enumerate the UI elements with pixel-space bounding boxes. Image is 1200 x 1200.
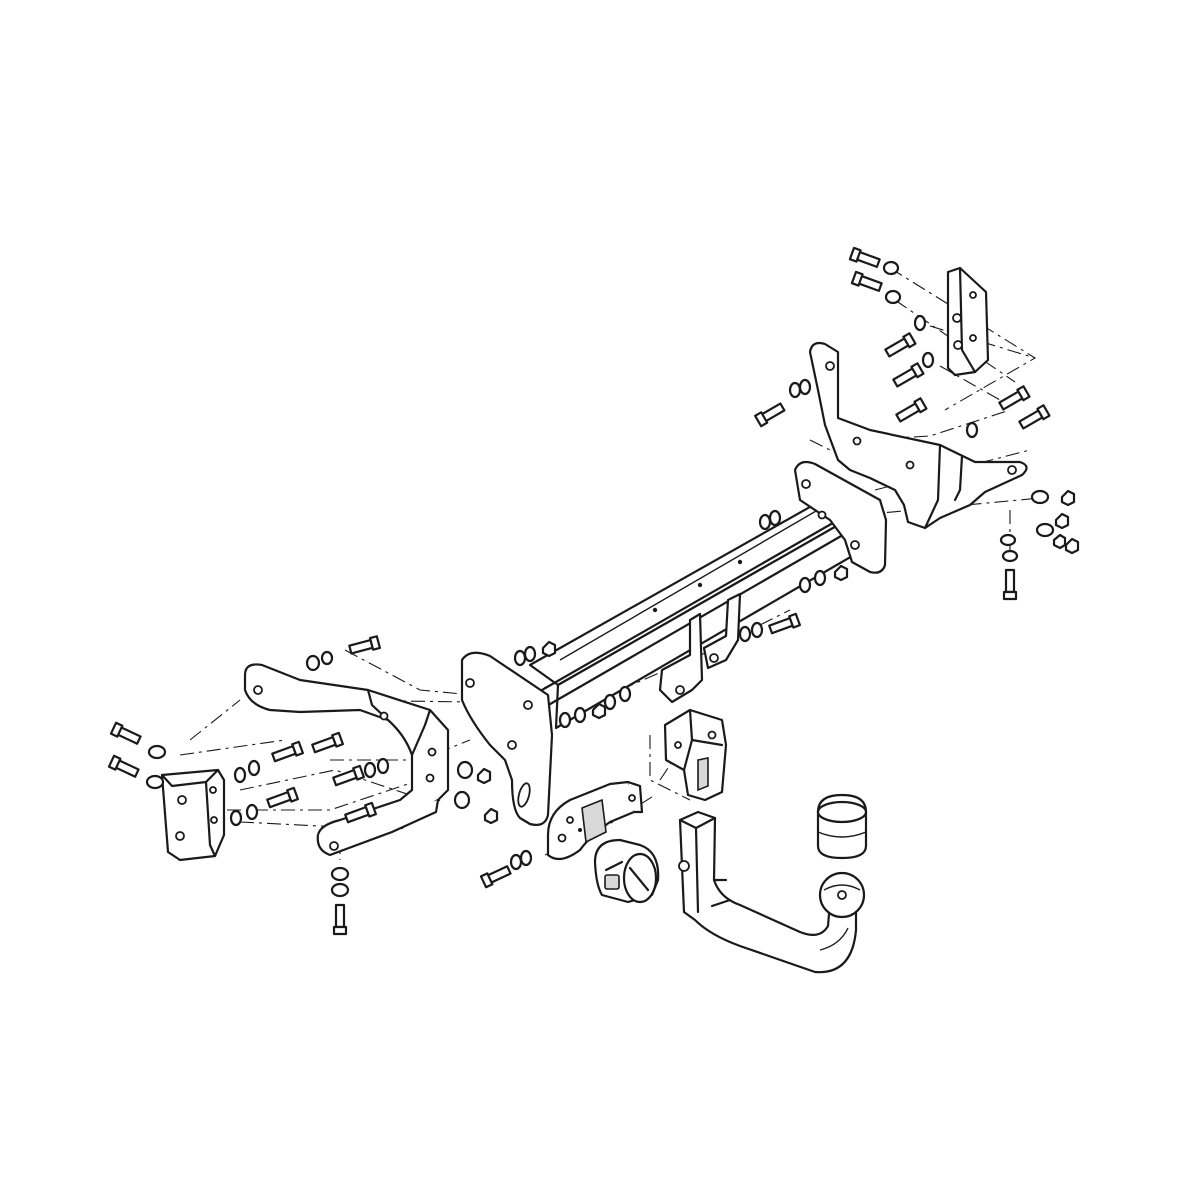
right-end-plate	[793, 460, 888, 574]
left-end-plate	[460, 651, 554, 827]
nuts	[476, 489, 1080, 825]
beam-hangers	[658, 592, 742, 704]
washers	[145, 260, 1055, 898]
right-mounting-arm	[808, 341, 1028, 530]
tow-ball	[818, 871, 866, 919]
tow-ball-cap	[816, 793, 868, 860]
tow-ball-receiver	[663, 708, 728, 802]
bolts	[107, 246, 1051, 936]
assembly-guide-lines	[179, 267, 1041, 860]
left-side-bracket	[160, 768, 226, 862]
left-mounting-arm	[243, 663, 450, 857]
socket-plate	[546, 780, 644, 861]
electrical-socket	[593, 838, 660, 904]
crossbar-beam	[528, 488, 870, 730]
right-side-bracket	[946, 266, 990, 377]
